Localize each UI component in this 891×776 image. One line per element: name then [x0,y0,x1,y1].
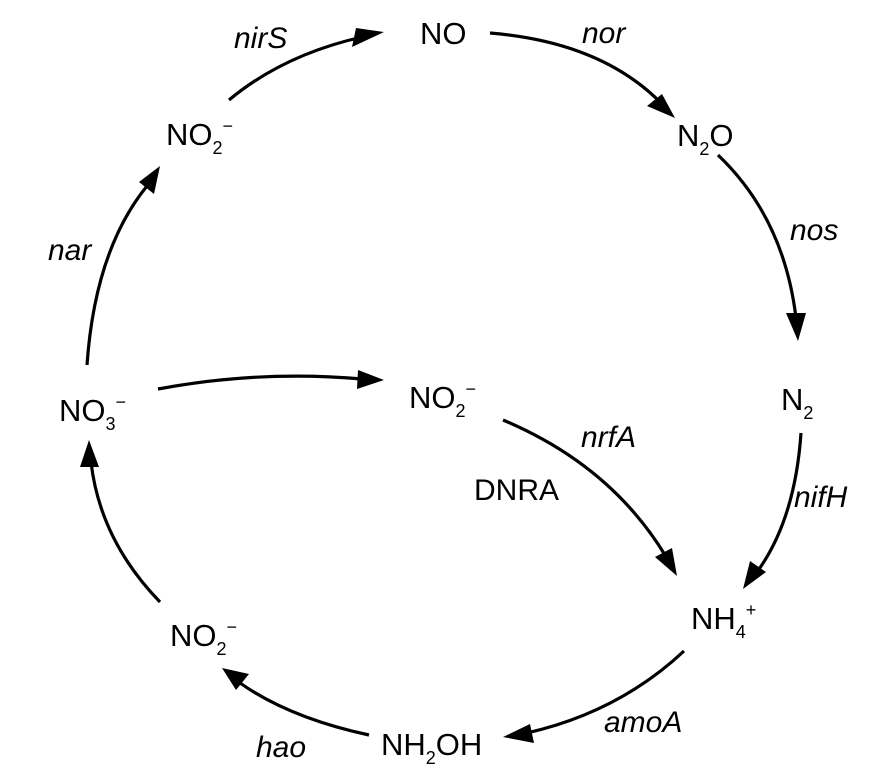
node-no: NO [420,16,467,51]
arrow-nrfA-head [655,548,677,576]
arrow-nirS-head [352,28,384,47]
process-label-dnra: DNRA [474,474,559,507]
node-no3: NO3− [59,392,126,434]
node-no2-center: NO2− [409,379,476,421]
arrow-amoA-head [503,724,534,743]
arrow-nirS [227,35,363,102]
arrow-nor [489,31,662,104]
gene-label-nos: nos [790,214,838,247]
arrow-hao-head [222,668,249,690]
arrow-no3-to-no2-center-head [357,370,384,389]
node-no2-left: NO2− [170,617,237,659]
gene-label-hao: hao [256,731,306,764]
arrow-nos-head [786,313,806,341]
gene-label-nar: nar [48,234,92,267]
gene-label-nifH: nifH [794,481,848,514]
arrow-nifH-head [743,561,766,589]
arrow-nor-head [647,94,675,118]
arrow-hao [239,681,370,737]
arrow-nrfA [502,418,667,556]
gene-label-nor: nor [582,17,626,50]
gene-label-amoA: amoA [604,706,682,739]
node-no2-top: NO2− [166,116,233,158]
arrow-no3-to-no2-center [157,374,363,391]
gene-label-nirS: nirS [234,22,287,55]
arrow-nifH [755,432,803,573]
node-n2o: N2O [677,118,734,159]
node-n2: N2 [781,382,813,423]
arrow-no2-to-no3 [89,461,162,604]
gene-label-nrfA: nrfA [581,421,636,454]
arrow-nar [85,184,149,366]
node-nh4: NH4+ [691,600,756,642]
arrow-no2-to-no3-head [80,440,99,467]
arrow-nos [716,153,798,319]
arrow-nar-head [139,166,160,194]
arrow-amoA [526,649,686,735]
node-nh2oh: NH2OH [381,727,482,768]
